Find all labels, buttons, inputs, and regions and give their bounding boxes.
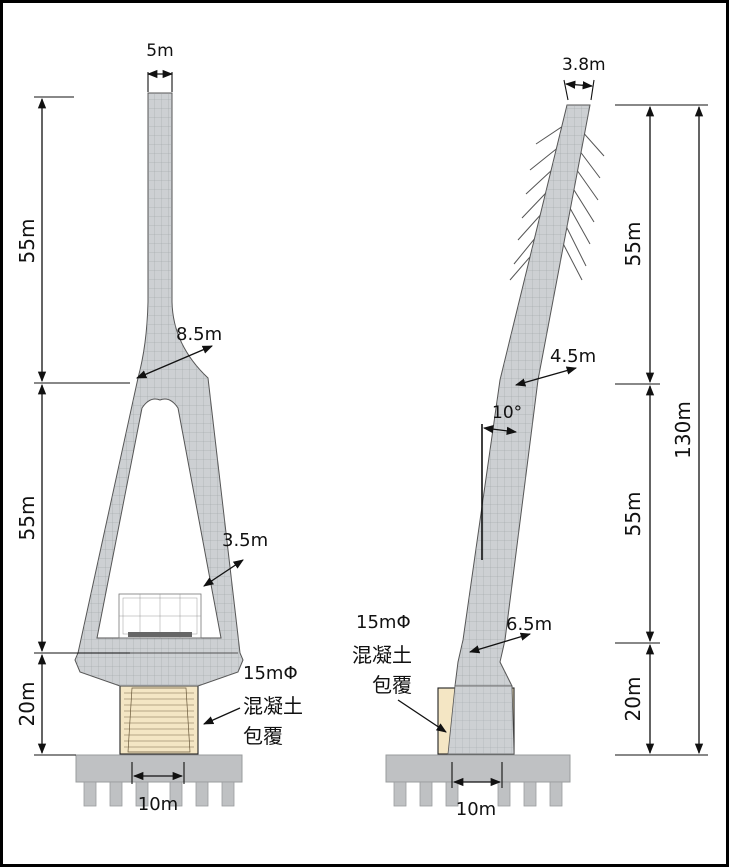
- right-piles: [393, 781, 563, 807]
- right-encasement-text-1: 混凝土: [352, 643, 412, 667]
- right-lower-width-label: 6.5m: [506, 614, 552, 635]
- right-mid-width-line: [514, 366, 578, 387]
- left-leg-height-label: 55m: [15, 496, 39, 541]
- right-foundation-width-label: 10m: [456, 799, 496, 820]
- left-encasement-pointer: [203, 707, 241, 725]
- left-encasement-text-1: 混凝土: [243, 694, 303, 718]
- right-encasement-spec: 15mΦ: [356, 612, 411, 633]
- right-lower-width-line: [469, 632, 531, 654]
- right-top-width-line: [564, 80, 594, 90]
- left-ground-slab: [75, 754, 243, 783]
- left-base-height-label: 20m: [15, 682, 39, 727]
- left-encasement-text-2: 包覆: [243, 724, 283, 748]
- right-tilt-angle-label: 10°: [492, 403, 522, 423]
- left-leg-width-label: 3.5m: [222, 530, 268, 551]
- left-junction-width-label: 8.5m: [176, 324, 222, 345]
- left-piles: [83, 781, 235, 807]
- right-top-width-label: 3.8m: [562, 55, 606, 75]
- right-mid-width-label: 4.5m: [550, 346, 596, 367]
- right-encasement-pointer: [397, 699, 447, 733]
- left-foundation-width-label: 10m: [138, 794, 178, 815]
- right-tower: 10° 3.8m 4.5m 6.5m 55m 55m 20m 130m 15mΦ…: [352, 55, 708, 820]
- right-middle-height-label: 55m: [621, 492, 645, 537]
- white-panel: [3, 3, 726, 864]
- left-encasement-spec: 15mΦ: [243, 663, 298, 684]
- right-encasement-text-2: 包覆: [372, 673, 412, 697]
- right-base-height-label: 20m: [621, 677, 645, 722]
- right-total-height-label: 130m: [671, 401, 695, 459]
- left-upper-height-label: 55m: [15, 219, 39, 264]
- left-top-width-label: 5m: [146, 41, 173, 61]
- left-leg-width-line: [203, 559, 244, 587]
- right-upper-height-label: 55m: [621, 222, 645, 267]
- right-ground-slab: [385, 754, 571, 783]
- right-tilt-angle-line: [482, 425, 518, 435]
- left-junction-width-line: [136, 345, 213, 379]
- left-tower: 5m 55m 55m 20m 8.5m 3.5m 15mΦ 混凝土 包覆 10m: [15, 41, 303, 815]
